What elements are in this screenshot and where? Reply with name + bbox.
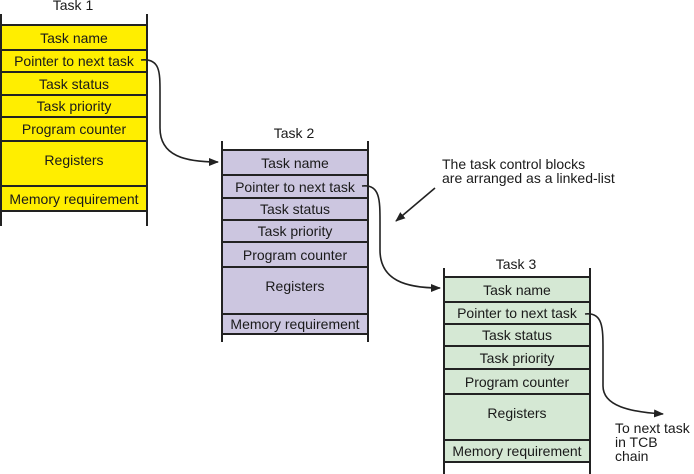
task-3-task-status: Task status	[445, 323, 589, 345]
next-task-annotation-line-2: in TCB chain	[615, 434, 658, 464]
task-3-task-priority: Task priority	[445, 345, 589, 368]
task-2-task-priority: Task priority	[223, 219, 367, 241]
task-3-registers: Registers	[445, 393, 589, 439]
task-3-title: Task 3	[495, 256, 537, 272]
task-2-task-status: Task status	[223, 197, 367, 219]
task-3-task-name: Task name	[445, 276, 589, 301]
task-1-title: Task 1	[52, 0, 94, 13]
linked-list-annotation: The task control blocks are arranged as …	[442, 157, 615, 185]
task-3-pointer-to-next-task: Pointer to next task	[445, 301, 589, 323]
next-task-annotation: To next task in TCB chain	[615, 421, 694, 463]
task-1-task-name: Task name	[2, 24, 146, 49]
task-2-pointer-to-next-task: Pointer to next task	[223, 174, 367, 197]
task-2-to-task-3-arrow	[361, 185, 441, 292]
task-1-task-status: Task status	[2, 71, 146, 94]
task-2-registers: Registers	[223, 266, 367, 313]
task-2-title: Task 2	[273, 125, 315, 141]
task-3-tcb: Task name Pointer to next task Task stat…	[443, 268, 591, 474]
task-1-registers: Registers	[2, 140, 146, 185]
task-1-tcb: Task name Pointer to next task Task stat…	[0, 14, 148, 226]
task-2-task-name: Task name	[223, 149, 367, 174]
task-1-program-counter: Program counter	[2, 116, 146, 140]
task-1-memory-requirement: Memory requirement	[2, 185, 146, 212]
linked-list-annotation-line-2: are arranged as a linked-list	[442, 170, 615, 186]
task-3-program-counter: Program counter	[445, 368, 589, 393]
task-2-tcb: Task name Pointer to next task Task stat…	[221, 141, 369, 342]
next-task-annotation-line-1: To next task	[615, 420, 690, 436]
linked-list-annotation-arrow	[395, 187, 436, 222]
task-1-to-task-2-arrow	[140, 59, 219, 166]
task-1-task-priority: Task priority	[2, 94, 146, 116]
task-3-to-next-task-arrow	[584, 313, 664, 418]
task-2-memory-requirement: Memory requirement	[223, 313, 367, 335]
linked-list-annotation-line-1: The task control blocks	[442, 156, 586, 172]
task-2-program-counter: Program counter	[223, 241, 367, 266]
task-1-pointer-to-next-task: Pointer to next task	[2, 49, 146, 71]
task-3-memory-requirement: Memory requirement	[445, 439, 589, 463]
